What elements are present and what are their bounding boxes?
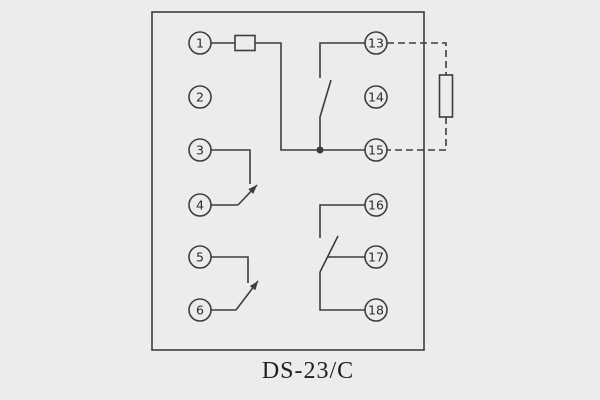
terminal-17: 17 <box>364 245 388 269</box>
terminal-13-label: 13 <box>368 36 384 51</box>
terminal-17-circle <box>364 245 388 269</box>
terminal-14: 14 <box>364 85 388 109</box>
coil-symbol <box>234 34 256 52</box>
diagram-title: DS-23/C <box>262 358 354 384</box>
terminal-15-label: 15 <box>368 143 384 158</box>
terminal-2-label: 2 <box>196 90 204 105</box>
terminal-15-circle <box>364 138 388 162</box>
terminal-18-circle <box>364 298 388 322</box>
terminal-1-label: 1 <box>196 36 204 51</box>
terminal-5-circle <box>188 245 212 269</box>
contact-5-6-arrowhead <box>249 281 258 291</box>
terminal-4-circle <box>188 193 212 217</box>
wire-16-to-contact <box>319 204 365 238</box>
terminal-15: 15 <box>364 138 388 162</box>
terminal-14-circle <box>364 85 388 109</box>
wire-5-to-contact <box>211 256 249 283</box>
terminal-5: 5 <box>188 245 212 269</box>
resistor-symbol <box>438 74 454 118</box>
wire-18-to-contact <box>319 272 365 311</box>
wiring <box>211 34 454 311</box>
terminal-14-label: 14 <box>368 90 384 105</box>
terminal-17-label: 17 <box>368 250 384 265</box>
dashed-wire-resistor-to-15 <box>387 117 447 151</box>
terminal-2: 2 <box>188 85 212 109</box>
right-terminal-column: 13 14 15 16 17 18 <box>364 31 388 322</box>
terminal-3-circle <box>188 138 212 162</box>
wire-coil-to-15 <box>255 42 365 151</box>
terminal-13-circle <box>364 31 388 55</box>
terminal-16: 16 <box>364 193 388 217</box>
terminal-6-label: 6 <box>196 303 204 318</box>
terminal-6: 6 <box>188 298 212 322</box>
terminal-16-circle <box>364 193 388 217</box>
contact-16-17-18-blade <box>319 235 339 273</box>
left-terminal-column: 1 2 3 4 5 6 <box>188 31 212 322</box>
dashed-wire-13-to-resistor <box>387 42 447 75</box>
relay-outline <box>151 11 425 351</box>
contact-3-4-arrowhead <box>248 185 257 194</box>
wire-13-to-contact <box>319 42 365 78</box>
wire-3-to-contact <box>211 149 251 184</box>
terminal-3-label: 3 <box>196 143 204 158</box>
terminal-18-label: 18 <box>368 303 384 318</box>
terminal-4: 4 <box>188 193 212 217</box>
terminal-4-label: 4 <box>196 198 204 213</box>
junction-dot <box>316 146 324 154</box>
terminal-18: 18 <box>364 298 388 322</box>
terminal-1: 1 <box>188 31 212 55</box>
terminal-1-circle <box>188 31 212 55</box>
terminal-13: 13 <box>364 31 388 55</box>
contact-13-15-blade <box>319 79 332 118</box>
terminal-3: 3 <box>188 138 212 162</box>
terminal-5-label: 5 <box>196 250 204 265</box>
terminal-16-label: 16 <box>368 198 384 213</box>
terminal-6-circle <box>188 298 212 322</box>
terminal-2-circle <box>188 85 212 109</box>
